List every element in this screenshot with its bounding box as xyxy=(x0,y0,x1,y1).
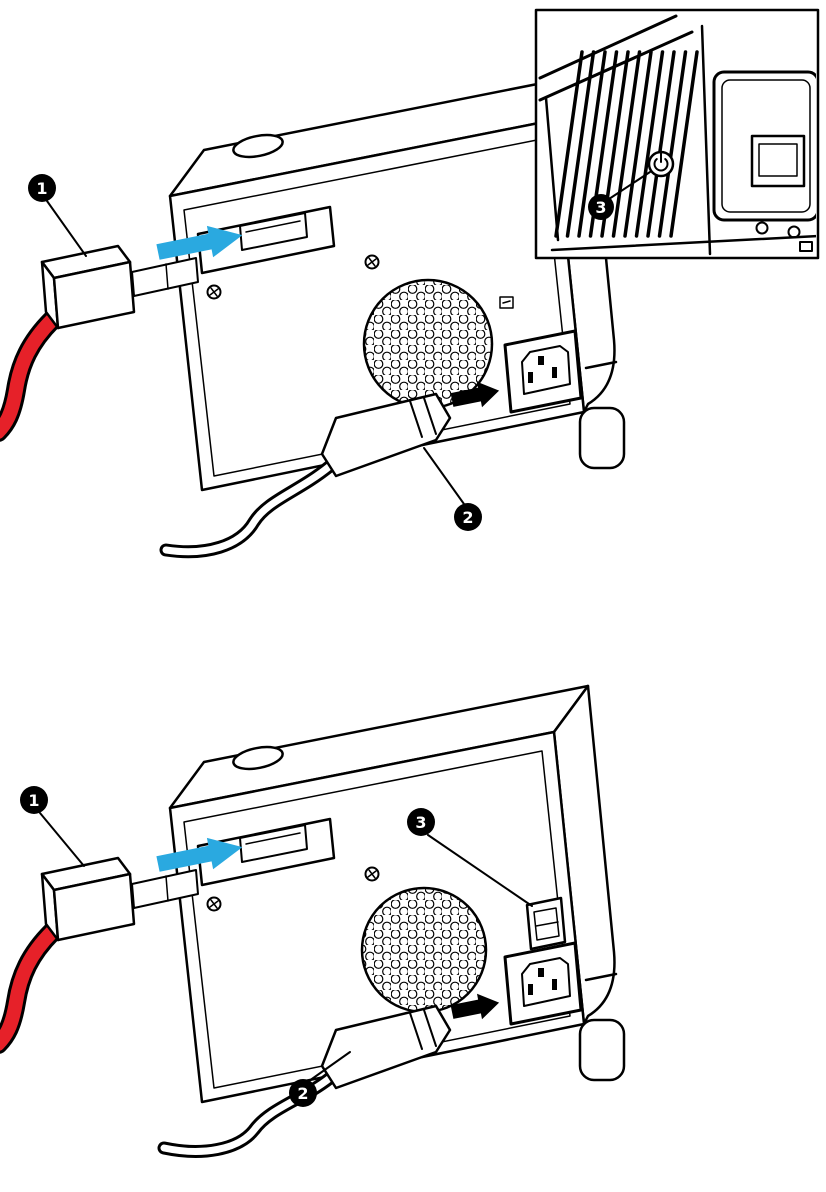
callout-number: 3 xyxy=(595,198,606,217)
connector-ridge xyxy=(423,1009,437,1047)
figure-top-rear-view: 1 2 xyxy=(0,8,820,559)
usb-connector-body xyxy=(52,872,136,942)
callout-usb-cable: 1 xyxy=(28,174,87,257)
usb-port xyxy=(196,205,336,275)
inlet-pin xyxy=(528,372,533,383)
callout-badge xyxy=(407,808,435,836)
usb-connector-tab xyxy=(131,257,199,297)
screw xyxy=(206,896,222,912)
power-inlet-opening xyxy=(521,957,571,1007)
callout-power-switch: 3 xyxy=(407,808,533,907)
callout-number: 2 xyxy=(462,508,473,527)
power-switch xyxy=(525,896,567,951)
device-right-side xyxy=(552,684,616,1026)
usb-connector-tab-step xyxy=(165,875,169,902)
callout-power-cord: 2 xyxy=(423,447,482,531)
callout-badge xyxy=(20,786,48,814)
callout-badge xyxy=(289,1079,317,1107)
inlet-pin xyxy=(538,968,544,977)
red-cable xyxy=(0,925,59,1051)
plug-direction-arrow-icon xyxy=(450,993,500,1020)
power-button-icon xyxy=(647,150,675,178)
screw xyxy=(364,254,380,270)
connector-ridge xyxy=(409,400,423,438)
callout-leader-line xyxy=(308,1051,351,1082)
fan-grille xyxy=(360,886,488,1014)
usb-connector-tab xyxy=(131,869,199,909)
rear-panel-lip xyxy=(183,138,571,477)
screw xyxy=(206,284,222,300)
figure-bottom-rear-view: 1 3 2 xyxy=(0,684,626,1158)
side-seam-line xyxy=(584,360,618,370)
power-cord-connector xyxy=(320,1004,452,1090)
callout-badge xyxy=(588,194,614,220)
callout-leader-line xyxy=(608,171,651,200)
usb-port-slot-line xyxy=(245,220,301,233)
top-latch-tab xyxy=(232,745,284,771)
inlet-pin xyxy=(552,979,557,990)
led-indicator xyxy=(755,221,769,235)
device-foot xyxy=(578,406,626,470)
device-foot xyxy=(578,1018,626,1082)
usb-port xyxy=(196,817,336,887)
power-inlet xyxy=(503,941,583,1026)
callout-badge xyxy=(28,174,56,202)
side-seam-line xyxy=(584,972,618,982)
usb-connector-body xyxy=(52,260,136,330)
red-cable xyxy=(0,313,59,439)
callout-leader-line xyxy=(39,812,85,867)
callout-leader-line xyxy=(427,834,533,907)
usb-cable-assembly xyxy=(0,856,199,1054)
cartridge-window-inner xyxy=(758,143,798,177)
callout-power-button: 3 xyxy=(588,171,651,220)
screw xyxy=(364,866,380,882)
front-door-inner xyxy=(721,79,811,213)
usb-connector-tab-step xyxy=(165,263,169,290)
usb-cable-assembly xyxy=(0,244,199,442)
rear-panel-lip xyxy=(183,750,571,1089)
power-cord-connector xyxy=(320,392,452,478)
callout-usb-cable: 1 xyxy=(20,786,85,867)
top-latch-tab xyxy=(232,133,284,159)
inlet-pin xyxy=(528,984,533,995)
callout-leader-line xyxy=(46,200,87,257)
callout-badge xyxy=(454,503,482,531)
power-cord-assembly xyxy=(159,392,452,559)
power-switch-rocker-line xyxy=(535,921,559,927)
insertion-arrow-icon xyxy=(156,837,243,872)
bezel-divider xyxy=(700,24,712,256)
chassis-bottom-edge xyxy=(550,234,816,252)
insertion-arrow-icon xyxy=(156,225,243,260)
callout-number: 3 xyxy=(415,813,426,832)
callout-number: 1 xyxy=(28,791,39,810)
plug-direction-arrow-icon xyxy=(450,381,500,408)
callout-number: 2 xyxy=(297,1084,308,1103)
chassis-edge xyxy=(544,96,560,242)
power-inlet-opening xyxy=(521,345,571,395)
chassis-edge xyxy=(538,14,678,80)
eject-button xyxy=(799,241,813,252)
power-cord-core xyxy=(162,462,334,556)
inset-front-view: 3 xyxy=(534,8,820,260)
connector-ridge xyxy=(409,1012,423,1050)
usb-port-slot-line xyxy=(245,832,301,845)
callout-power-cord: 2 xyxy=(289,1051,351,1107)
callout-leader-line xyxy=(423,447,465,505)
label-icon xyxy=(499,296,514,309)
callout-number: 1 xyxy=(36,179,47,198)
inlet-pin xyxy=(538,356,544,365)
inlet-pin xyxy=(552,367,557,378)
power-inlet xyxy=(503,329,583,414)
connector-ridge xyxy=(423,397,437,435)
